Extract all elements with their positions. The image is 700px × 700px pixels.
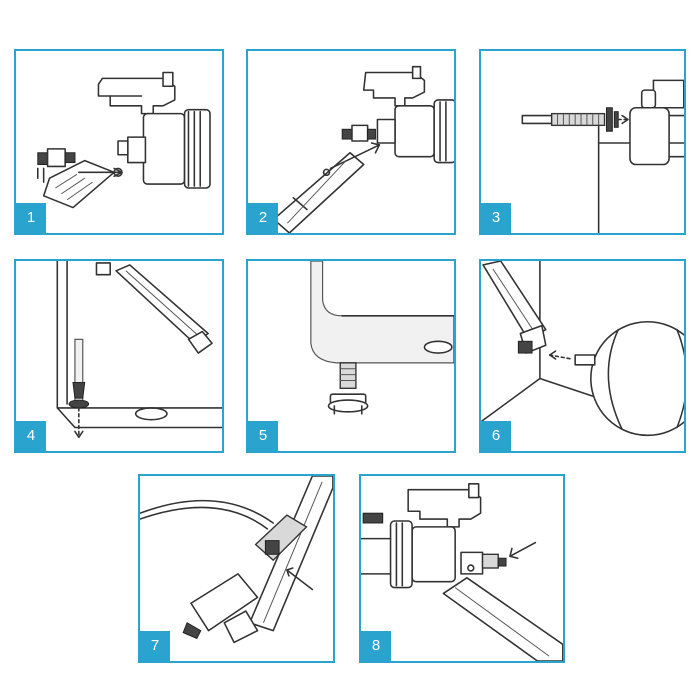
step-number-badge: 4 xyxy=(16,421,46,451)
step-panel-4: 4 xyxy=(14,259,224,453)
step-panel-6: 6 xyxy=(479,259,686,453)
step-number-badge: 8 xyxy=(361,631,391,661)
step-number-badge: 7 xyxy=(140,631,170,661)
inlet-nut-under-cistern-illustration xyxy=(310,261,454,415)
threaded-rod-inserted-illustration xyxy=(521,79,684,233)
step-panel-5: 5 xyxy=(246,259,456,453)
step-number-badge: 3 xyxy=(481,203,511,233)
arm-connected-to-valve-illustration xyxy=(272,65,454,233)
step-panel-3: 3 xyxy=(479,49,686,235)
arm-clip-adjustment-illustration xyxy=(140,476,333,644)
step-panel-7: 7 xyxy=(138,474,335,663)
step-panel-1: 1 xyxy=(14,49,224,235)
step-number-badge: 5 xyxy=(248,421,278,451)
step-number-badge: 1 xyxy=(16,203,46,233)
valve-in-cistern-illustration xyxy=(56,261,222,439)
step-panel-8: 8 xyxy=(359,474,565,663)
step-number-badge: 2 xyxy=(248,203,278,233)
float-ball-attached-illustration xyxy=(481,261,684,437)
adjust-screw-illustration xyxy=(361,483,563,661)
valve-arm-detached-illustration xyxy=(37,71,211,209)
step-number-badge: 6 xyxy=(481,421,511,451)
step-panel-2: 2 xyxy=(246,49,456,235)
